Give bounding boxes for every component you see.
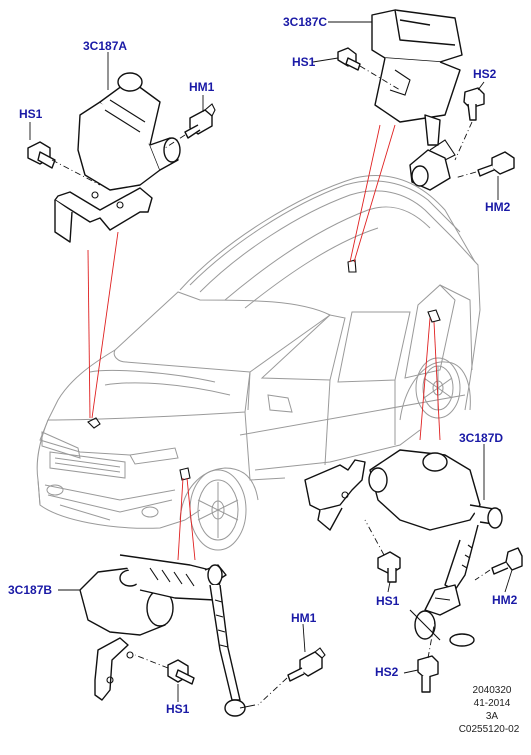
nut-hm2-bottom-right: [474, 547, 523, 581]
callout-3c187a: 3C187A: [83, 39, 128, 53]
callout-hm1-bottom-left: HM1: [291, 611, 317, 625]
callout-3c187b: 3C187B: [8, 583, 53, 597]
reference-block: 2040320 41-2014 3A C0255120-02: [459, 684, 522, 736]
callout-3c187c: 3C187C: [283, 15, 328, 29]
callout-hs2-bottom-right: HS2: [375, 665, 399, 679]
bolt-hs1-bottom-left: [134, 654, 195, 685]
callout-hm2-top-right: HM2: [485, 200, 511, 214]
leader-lines: [87, 124, 441, 561]
callout-hs1-bottom-left: HS1: [166, 702, 190, 716]
reference-line-3: 3A: [485, 711, 499, 722]
callout-hs1-bottom-right: HS1: [376, 594, 400, 608]
bolt-hs1-top-right: [337, 47, 401, 91]
sensor-part-3C187B: [79, 554, 256, 717]
nut-hm1-bottom-left: [257, 647, 326, 706]
car-sensor-marks: [87, 259, 441, 481]
bolt-hs1-bottom-right: [364, 519, 401, 583]
bolt-hs1-top-left: [27, 141, 101, 186]
sensor-part-3C187D: [304, 449, 503, 647]
nut-hm2-top-right: [454, 151, 515, 179]
vehicle-outline: [36, 175, 481, 551]
callout-hs1-top-right: HS1: [292, 55, 316, 69]
nut-hm1-top: [164, 103, 216, 149]
callout-hs1-top-left: HS1: [19, 107, 43, 121]
callout-hs2-top-right: HS2: [473, 67, 497, 81]
bolt-hs2-bottom-right: [417, 619, 439, 693]
sensor-part-3C187A: [54, 72, 181, 243]
reference-line-1: 2040320: [472, 685, 512, 696]
callout-hm2-bottom-right: HM2: [492, 593, 518, 607]
bolt-hs2-top-right: [454, 87, 485, 161]
callout-3c187d: 3C187D: [459, 431, 504, 445]
label-leaders: [29, 21, 513, 702]
reference-line-2: 41-2014: [473, 698, 511, 709]
callout-hm1-top: HM1: [189, 80, 215, 94]
reference-line-4: C0255120-02: [458, 724, 520, 735]
sensor-part-3C187C: [371, 9, 463, 191]
